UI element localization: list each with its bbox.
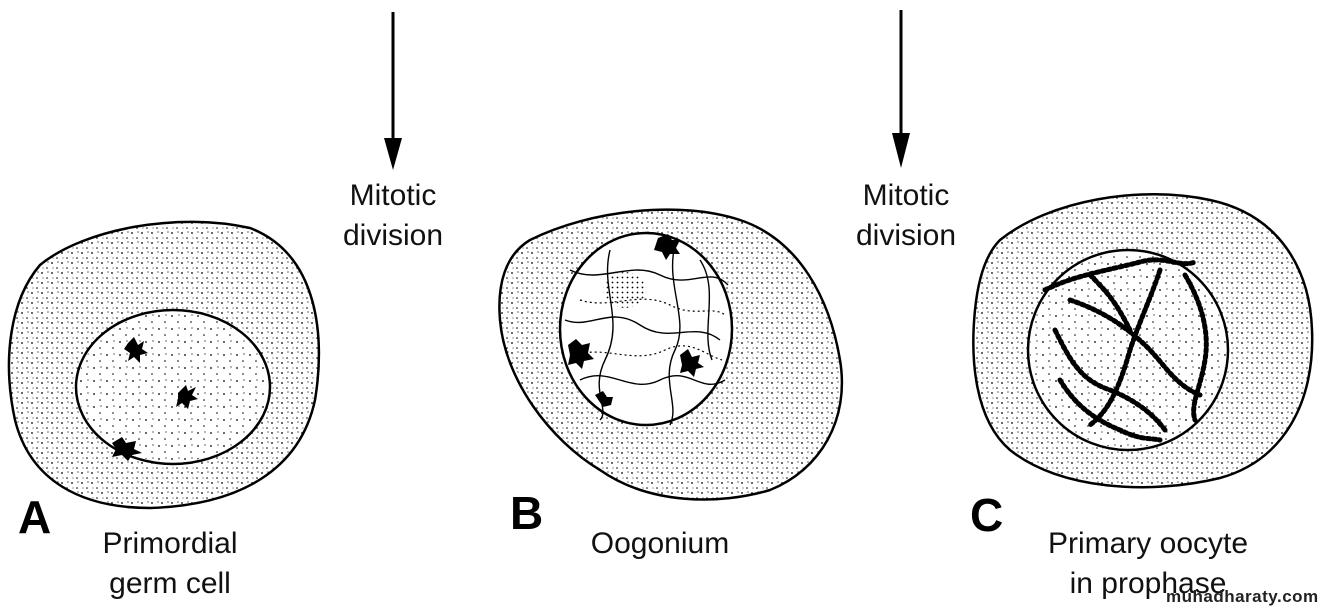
arrow-2-label-line1: Mitotic <box>862 179 950 212</box>
arrow-1 <box>384 12 402 170</box>
primary-oocyte-drawing <box>972 193 1314 489</box>
cell-c-label-line2: in prophase <box>1069 567 1227 600</box>
cell-c-label: Primary oocyte in prophase <box>1018 524 1278 604</box>
primordial-germ-cell-drawing <box>7 220 321 510</box>
cell-b-label-line1: Oogonium <box>590 527 730 560</box>
cell-c-label-line1: Primary oocyte <box>1047 527 1249 560</box>
oogonium-drawing <box>498 208 844 501</box>
arrow-2-label: Mitotic division <box>843 176 969 256</box>
panel-letter-a: A <box>18 491 52 543</box>
cell-b-label: Oogonium <box>570 524 750 564</box>
cell-a-label-line2: germ cell <box>109 567 231 600</box>
arrow-1-label-line1: Mitotic <box>349 179 437 212</box>
cell-a-label: Primordial germ cell <box>80 524 260 604</box>
arrow-1-label: Mitotic division <box>330 176 456 256</box>
cell-a-label-line1: Primordial <box>102 527 238 560</box>
watermark: muhadharaty.com <box>1166 587 1319 606</box>
arrow-1-label-line2: division <box>342 219 444 252</box>
arrow-2 <box>892 10 910 168</box>
panel-letter-b: B <box>510 487 544 539</box>
arrow-2-label-line2: division <box>855 219 957 252</box>
panel-letter-c: C <box>970 489 1004 541</box>
